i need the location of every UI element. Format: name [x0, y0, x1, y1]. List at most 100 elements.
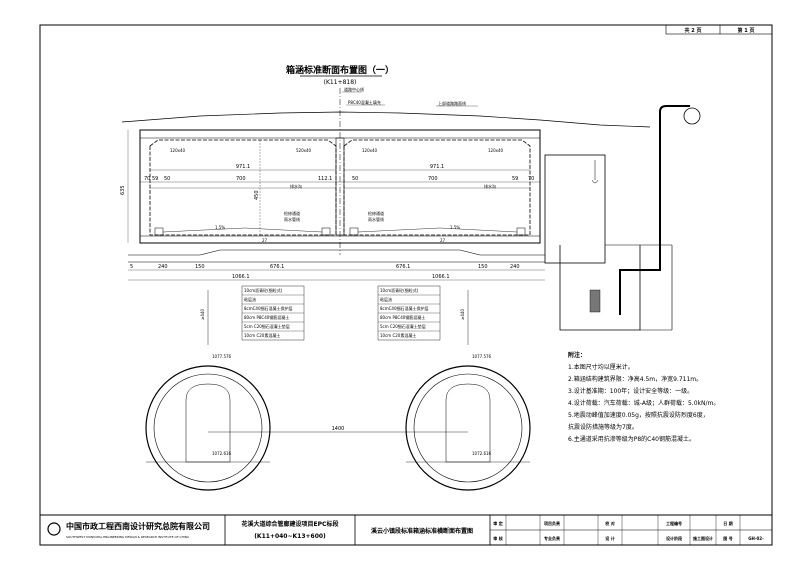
project-line2: (K11+040~K13+600) — [254, 533, 326, 540]
pipe-label-left: 检修通道 — [284, 210, 300, 216]
dim-tunnel-top-left: 1077.576 — [212, 354, 232, 359]
page-no-label: 第 1 页 — [738, 27, 755, 34]
box-culvert — [139, 129, 541, 244]
road-centerline: 道路中心线 P8C40混凝土填充 上部道路路面线 — [339, 86, 478, 255]
tb-r2-c7: 施工图设计 — [692, 535, 713, 541]
project-line1: 花溪大道综合管廊建设项目EPC标段 — [242, 520, 339, 528]
drain-label-left: 排水沟 — [290, 183, 302, 189]
dim-vertical-right: ≥440 — [460, 309, 465, 320]
tunnel-right — [405, 365, 531, 491]
tb-r2-c2: 专业负责 — [544, 535, 560, 541]
dim-50: 50 — [164, 176, 170, 182]
top-concrete-label: P8C40混凝土填充 — [348, 99, 381, 105]
company-logo-icon — [47, 522, 61, 536]
dim-bottom-total: 1066.1 — [232, 274, 250, 280]
dim-right-70: 70 — [528, 176, 534, 182]
layer-right-4: 5cm C20细石混凝土垫层 — [380, 323, 426, 329]
dim-mid-59: 59 — [512, 176, 518, 182]
layer-left-0: 10cm沥青砼(细粒式) — [244, 287, 283, 293]
tb-r2-c6: 设计阶段 — [666, 535, 682, 541]
company-name: 中国市政工程西南设计研究总院有限公司 — [66, 521, 210, 531]
drawing-name: 溪云小镇段标准箱涵标准横断面布置图 — [371, 527, 473, 535]
tb-r2-c0: 审 核 — [493, 535, 502, 541]
dim-700-left: 700 — [236, 176, 246, 182]
dim-bottom-total-right: 1066.1 — [432, 274, 450, 280]
dim-bottom-5: 5 — [130, 264, 133, 270]
haunch-center-label: 520x40 — [296, 148, 312, 153]
notes-block: 附注： 1.本图尺寸均以厘米计。 2.箱涵结构建筑界限：净高4.5m，净宽9.7… — [568, 351, 719, 443]
dim-mid-50: 50 — [352, 176, 358, 182]
dim-bottom-676-left: 676.1 — [270, 264, 284, 270]
dim-slope-left: 1.5% — [215, 225, 225, 230]
layer-left-4: 5cm C20细石混凝土垫层 — [244, 323, 290, 329]
haunch-mid-top-l: 120x40 — [362, 148, 378, 153]
title-block: 中国市政工程西南设计研究总院有限公司 SOUTHWEST MUNICIPAL E… — [39, 514, 773, 546]
drain-label-right: 排水沟 — [484, 183, 496, 189]
note-item-4: 5.地震动峰值加速度0.05g，按照抗震设防烈度6度， — [568, 411, 709, 419]
drawing-title: 箱涵标准断面布置图（一） — [286, 64, 394, 76]
dim-height: 450 — [254, 190, 260, 200]
tb-r2-c9: GH-02- — [748, 536, 764, 541]
dim-inner-width-left: 971.1 — [236, 164, 250, 170]
ground-surface-line — [121, 111, 651, 128]
layer-left-1: 粘层油 — [244, 296, 256, 302]
dim-tunnel-top-right: 1077.576 — [472, 354, 492, 359]
pipe-note-left: 雨水管线 — [284, 216, 300, 222]
layer-right-2: 8cmC40细石混凝土保护层 — [380, 305, 429, 311]
layer-left-5: 10cm C20素混凝土 — [244, 332, 280, 338]
tb-r1-c8: 日 期 — [723, 520, 732, 526]
layer-right-1: 粘层油 — [380, 296, 392, 302]
note-item-1: 2.箱涵结构建筑界限：净高4.5m，净宽9.711m。 — [568, 375, 702, 383]
dim-left-edge: 70 — [144, 176, 150, 182]
dim-inner-width-right: 971.1 — [430, 164, 444, 170]
company-name-en: SOUTHWEST MUNICIPAL ENGINEERING DESIGN &… — [66, 535, 190, 539]
dim-bottom-240-left: 240 — [158, 264, 168, 270]
dim-tunnel-spacing: 1400 — [332, 426, 345, 432]
page-total-label: 共 2 页 — [685, 27, 702, 34]
tb-r2-c8: 图 号 — [723, 535, 732, 541]
sheet-border — [39, 24, 773, 546]
tb-r1-c2: 项目负责 — [544, 520, 560, 526]
tunnel-left — [145, 365, 271, 491]
centerline-label: 道路中心线 — [344, 86, 364, 92]
tb-r1-c0: 审 定 — [493, 520, 502, 526]
dim-bottom-240-right: 240 — [510, 264, 520, 270]
dim-bottom-150-right: 150 — [478, 264, 488, 270]
dim-slope-right: 1.5% — [450, 225, 460, 230]
tb-r2-c4: 设 计 — [605, 535, 614, 541]
dim-112: 112.1 — [318, 176, 332, 182]
dim-59: 59 — [152, 176, 158, 182]
drawing-chainage: (K11+818) — [324, 79, 357, 86]
layer-right-0: 10cm沥青砼(细粒式) — [380, 287, 419, 293]
note-item-0: 1.本图尺寸均以厘米计。 — [568, 363, 634, 371]
tb-r1-c4: 校 对 — [605, 520, 614, 526]
dim-vertical-left: ≥440 — [200, 309, 205, 320]
note-item-2: 3.设计基准期：100年；设计安全等级：一级。 — [568, 387, 693, 395]
dim-27-left: 27 — [262, 238, 268, 243]
note-item-3: 4.设计荷载：汽车荷载：城-A级；人群荷载：5.0kN/m。 — [568, 399, 719, 407]
dim-tunnel-bottom-left: 1072.616 — [212, 451, 232, 456]
dim-total-height: 635 — [120, 185, 126, 195]
foundation-line — [128, 249, 545, 256]
note-item-6: 6.主通道采用抗渗等级为P8的C40钢筋混凝土。 — [568, 435, 695, 443]
pump-station — [544, 105, 701, 331]
layer-right-3: 80cm P8C40钢筋混凝土 — [380, 314, 425, 320]
dim-700-right: 700 — [428, 176, 438, 182]
dim-27-right: 27 — [440, 238, 446, 243]
notes-heading: 附注： — [568, 351, 586, 359]
haunch-right-top: 120x40 — [488, 148, 504, 153]
layer-table-right: 10cm沥青砼(细粒式) 粘层油 8cmC40细石混凝土保护层 80cm P8C… — [377, 285, 441, 341]
dim-bottom-150-left: 150 — [195, 264, 205, 270]
note-item-5: 抗震设防措施等级为7度。 — [568, 423, 638, 431]
haunch-left-top: 120x40 — [170, 148, 186, 153]
layer-left-3: 80cm P8C40钢筋混凝土 — [244, 314, 289, 320]
dim-tunnel-bottom-right: 1072.616 — [472, 451, 492, 456]
road-surface-label: 上部道路路面线 — [438, 100, 466, 106]
pipe-label-right: 检修通道 — [368, 210, 384, 216]
tb-r1-c6: 工程编号 — [666, 520, 682, 526]
layer-right-5: 10cm C20素混凝土 — [380, 332, 416, 338]
bottom-dimensions: 5 240 150 676.1 676.1 150 240 1066.1 106… — [128, 264, 545, 281]
layer-table-left: 10cm沥青砼(细粒式) 粘层油 8cmC40细石混凝土保护层 80cm P8C… — [241, 285, 305, 341]
dim-bottom-676-right: 676.1 — [396, 264, 410, 270]
